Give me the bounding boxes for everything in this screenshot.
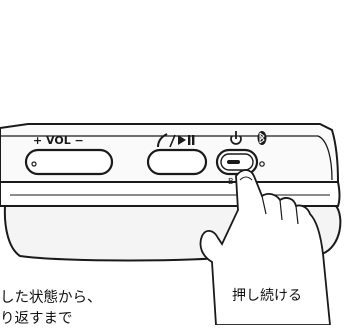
b-label: B [228, 177, 234, 186]
hand-illustration [199, 169, 331, 326]
device-top-curve [0, 135, 333, 181]
finger-crease-1 [261, 195, 267, 215]
power-icon [230, 131, 242, 145]
vol-led [31, 161, 37, 167]
caption-line-2: り返すまで [0, 311, 73, 327]
play-pause-icon [157, 133, 195, 148]
vol-label: + VOL − [33, 134, 84, 147]
vol-button[interactable] [24, 148, 114, 176]
fingernail [239, 176, 253, 181]
finger-crease-3 [295, 205, 299, 225]
bluetooth-led [259, 161, 265, 167]
caption-press-hold: 押し続ける [232, 288, 302, 304]
power-button-inner [220, 153, 254, 171]
caption-line-1: した状態から、 [0, 290, 102, 306]
bluetooth-icon [257, 131, 267, 145]
finger-crease-2 [279, 199, 283, 221]
play-call-button[interactable] [146, 148, 208, 176]
power-switch-indicator [227, 160, 240, 164]
